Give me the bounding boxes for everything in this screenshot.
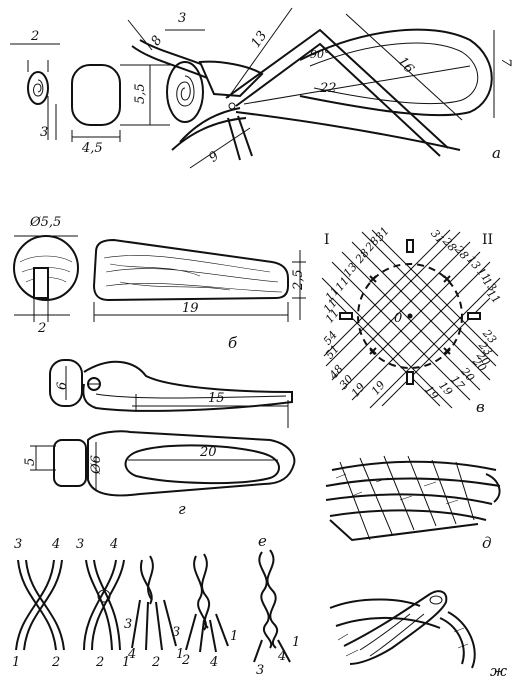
braid-step-4: 3 2 4 1 — [172, 553, 238, 670]
panel-d: д — [325, 455, 501, 552]
template-circle — [357, 263, 463, 369]
weave-grid — [321, 229, 501, 409]
panel-b: Ø5,5 2 19 2,5 б — [13, 215, 306, 352]
strand-label: 3 — [172, 625, 180, 640]
strand-label: 1 — [176, 647, 184, 662]
strand-label: 4 — [209, 655, 218, 670]
strand-label: 4 — [51, 537, 60, 552]
dim-label-3-top: 3 — [178, 11, 186, 26]
strand-number: 19 — [369, 378, 388, 397]
dim-label-2: 2 — [30, 29, 39, 44]
dim-label-diameter-6: Ø6 — [89, 455, 104, 475]
strand-label: 2 — [181, 653, 190, 668]
dim-label-13: 13 — [248, 28, 270, 50]
braid-edge-detail — [329, 590, 476, 669]
strand-label: 3 — [124, 617, 132, 632]
strand-label: 2 — [151, 655, 160, 670]
dim-label-15: 15 — [208, 391, 225, 406]
large-spiral-section — [166, 61, 204, 123]
braid-step-2: 3 4 2 1 — [76, 537, 130, 670]
panel-letter-v: в — [476, 398, 485, 416]
panel-letter-zh: ж — [490, 662, 507, 680]
dim-label-7: 7 — [498, 58, 513, 67]
panel-g: 6 15 г — [49, 359, 293, 518]
panel-letter-e: е — [258, 532, 267, 550]
strand-label: 1 — [12, 655, 20, 670]
dim-label-4-5: 4,5 — [81, 141, 103, 156]
dim-label-20: 20 — [199, 445, 217, 460]
dim-label-22: 22 — [319, 81, 337, 96]
panel-a: 2 3 4,5 5,5 3 — [10, 7, 513, 169]
dim-label-2-5: 2,5 — [291, 269, 306, 291]
strand-label: 3 — [14, 537, 22, 552]
center-point — [407, 313, 413, 319]
dim-label-9: 9 — [206, 149, 222, 166]
end-block — [53, 439, 87, 487]
braiding-sequence: 3 4 1 2 3 4 2 1 3 4 2 1 — [12, 537, 300, 678]
angle-label-90: 90° — [310, 48, 330, 61]
dim-label-5-e: 5 — [23, 458, 38, 466]
tool-side-profile — [82, 360, 293, 412]
handle-end-view — [49, 359, 83, 407]
panel-letter-g: г — [178, 500, 186, 518]
strand-label: 4 — [127, 647, 136, 662]
plaiting-frame — [131, 28, 493, 161]
strand-label: 1 — [122, 655, 130, 670]
dim-label-diameter-5-5: Ø5,5 — [29, 215, 61, 230]
panel-letter-d: д — [482, 534, 492, 552]
roman-label-2: II — [482, 232, 493, 248]
strand-label: 4 — [109, 537, 118, 552]
peg-markers — [339, 239, 481, 385]
dim-label-2-b: 2 — [37, 321, 46, 336]
wooden-handle-side — [92, 238, 289, 302]
panel-letter-b: б — [228, 334, 238, 352]
small-spiral-section — [27, 71, 49, 105]
braid-step-5: 3 4 1 — [253, 549, 300, 678]
dim-label-6-g: 6 — [55, 382, 70, 390]
dim-label-19: 19 — [182, 301, 199, 316]
strand-label: 2 — [95, 655, 104, 670]
panel-letter-a: а — [492, 144, 501, 162]
strand-label: 1 — [230, 629, 238, 644]
panel-zh: ж — [329, 590, 507, 680]
dim-label-5-5: 5,5 — [133, 83, 148, 104]
panel-e: 5 Ø6 20 е — [23, 430, 296, 550]
loop-opening — [124, 444, 280, 485]
braid-step-3: 3 4 2 1 — [124, 555, 184, 670]
strand-label: 1 — [292, 635, 300, 650]
strand-label: 4 — [277, 649, 286, 664]
panel-v: I II 0 11 13 28 28 31 31 28 28 13 11 11 — [321, 224, 503, 416]
braid-step-1: 3 4 1 2 — [12, 537, 65, 670]
strand-number: 51 — [323, 342, 342, 361]
roman-label-1: I — [324, 232, 330, 248]
dim-label-3-left: 3 — [40, 125, 48, 140]
strand-label: 2 — [51, 655, 60, 670]
dim-label-16: 16 — [394, 54, 416, 76]
strand-label: 3 — [256, 663, 264, 678]
handle-plan-outline — [87, 430, 296, 497]
center-label-0: 0 — [394, 311, 402, 326]
flat-strip-section — [71, 64, 121, 126]
woven-mat — [325, 455, 501, 542]
strand-label: 3 — [76, 537, 84, 552]
screw-icon — [87, 377, 101, 391]
